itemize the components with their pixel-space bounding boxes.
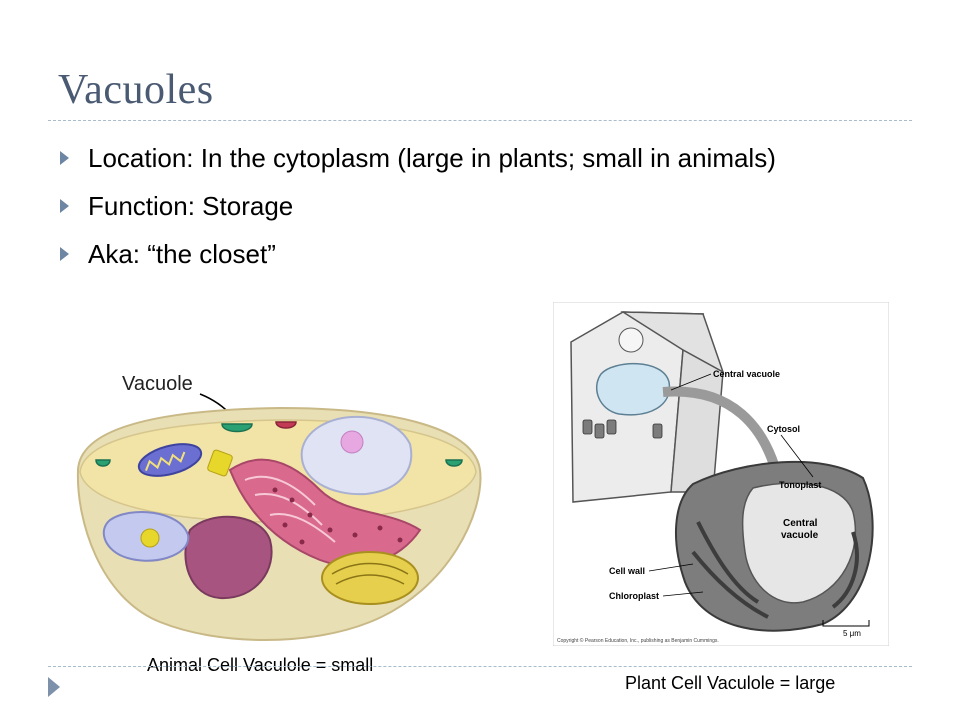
bullet-text: Function: Storage	[88, 191, 294, 221]
central-vacuole-label: Central vacuole	[713, 369, 780, 379]
animal-cell-illustration: Vacuole	[76, 373, 482, 641]
copyright-text: Copyright © Pearson Education, Inc., pub…	[557, 637, 719, 644]
bullet-text: Aka: “the closet”	[88, 239, 276, 269]
bullet-text: Location: In the cytoplasm (large in pla…	[88, 143, 776, 173]
cytoskeleton-body	[184, 515, 273, 600]
endoplasmic-reticulum	[228, 458, 422, 567]
cell-wall-leader	[648, 563, 694, 572]
em-vacuole-label-2: vacuole	[781, 530, 819, 541]
ribosomes	[272, 487, 403, 545]
vesicle-yellow	[140, 528, 160, 548]
bullet-arrow-icon	[60, 199, 69, 213]
centriole	[207, 449, 233, 477]
central-vacuole-leader	[670, 373, 712, 391]
bullet-function: Function: Storage	[58, 188, 858, 224]
tonoplast-label: Tonoplast	[779, 480, 821, 490]
small-vacuole	[275, 421, 297, 429]
small-vacuole	[95, 459, 111, 467]
nucleolus	[340, 430, 364, 454]
micrograph-chloroplast-stripes	[691, 521, 859, 619]
title-divider	[48, 120, 912, 121]
golgi-folds	[331, 562, 409, 585]
chloroplasts-3d	[582, 419, 663, 439]
cell-wall-label: Cell wall	[609, 566, 645, 576]
central-vacuole-3d	[596, 363, 671, 416]
vacuole	[221, 423, 253, 433]
plant-caption: Plant Cell Vaculole = large	[625, 673, 836, 693]
cytosol-leader	[780, 434, 814, 478]
mitochondrion-cristae	[144, 451, 186, 471]
slide-title: Vacuoles	[58, 67, 214, 113]
scale-bar	[822, 620, 870, 627]
small-vacuole	[445, 459, 463, 467]
micrograph-vacuole	[741, 482, 857, 604]
cytosol-label: Cytosol	[767, 424, 800, 434]
bullet-arrow-icon	[60, 151, 69, 165]
nucleus	[300, 415, 413, 496]
bullet-location: Location: In the cytoplasm (large in pla…	[58, 140, 858, 176]
footer-arrow-icon	[48, 677, 60, 697]
golgi-apparatus	[321, 551, 419, 605]
footer-divider	[48, 666, 912, 667]
bullet-list: Location: In the cytoplasm (large in pla…	[58, 140, 858, 284]
scale-label: 5 μm	[843, 629, 861, 638]
vacuole-label: Vacuole	[122, 373, 193, 395]
bullet-arrow-icon	[60, 247, 69, 261]
animal-caption: Animal Cell Vaculole = small	[147, 655, 374, 675]
nucleus-3d	[618, 327, 644, 353]
bullet-aka: Aka: “the closet”	[58, 236, 858, 272]
chloroplast-label: Chloroplast	[609, 591, 659, 601]
chloroplast-leader	[662, 591, 704, 597]
em-vacuole-label-1: Central	[783, 518, 818, 529]
plant-cell-illustration: Central vacuole Cytosol Tonoplast Centra…	[553, 302, 889, 646]
